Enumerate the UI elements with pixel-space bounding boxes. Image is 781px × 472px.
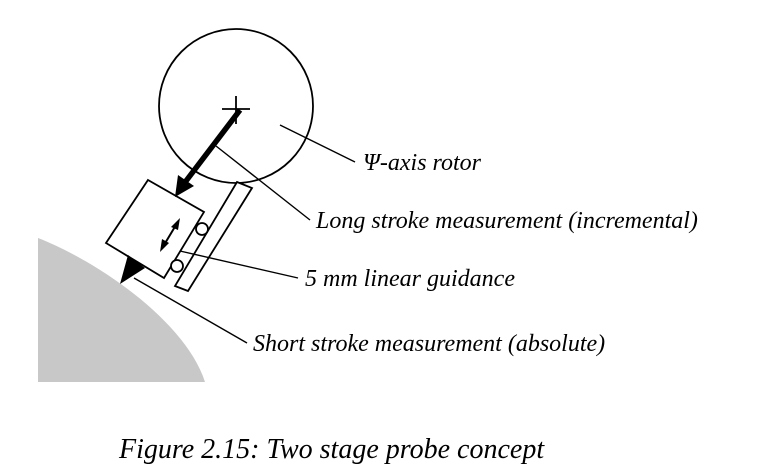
short-stroke-arrowhead-down: [160, 239, 169, 252]
label-rotor: Ψ-axis rotor: [363, 150, 482, 176]
guidance-roller-lower: [170, 259, 184, 273]
probe-tip: [120, 255, 145, 284]
workpiece-surface: [38, 238, 205, 382]
guidance-roller-upper: [195, 222, 209, 236]
label-long-stroke: Long stroke measurement (incremental): [315, 208, 698, 234]
probe-body: [104, 178, 206, 280]
leader-long-stroke: [215, 145, 311, 221]
label-short-stroke: Short stroke measurement (absolute): [253, 331, 605, 357]
long-stroke-arrowhead: [175, 175, 194, 197]
leader-guidance: [179, 250, 299, 279]
guidance-rail: [173, 180, 254, 293]
short-stroke-arrowhead-up: [171, 218, 180, 230]
figure-caption: Figure 2.15: Two stage probe concept: [118, 434, 545, 465]
leader-short-stroke: [133, 277, 248, 344]
long-stroke-arrow-shaft: [183, 108, 243, 183]
label-guidance: 5 mm linear guidance: [305, 266, 515, 292]
leader-rotor: [279, 124, 356, 163]
